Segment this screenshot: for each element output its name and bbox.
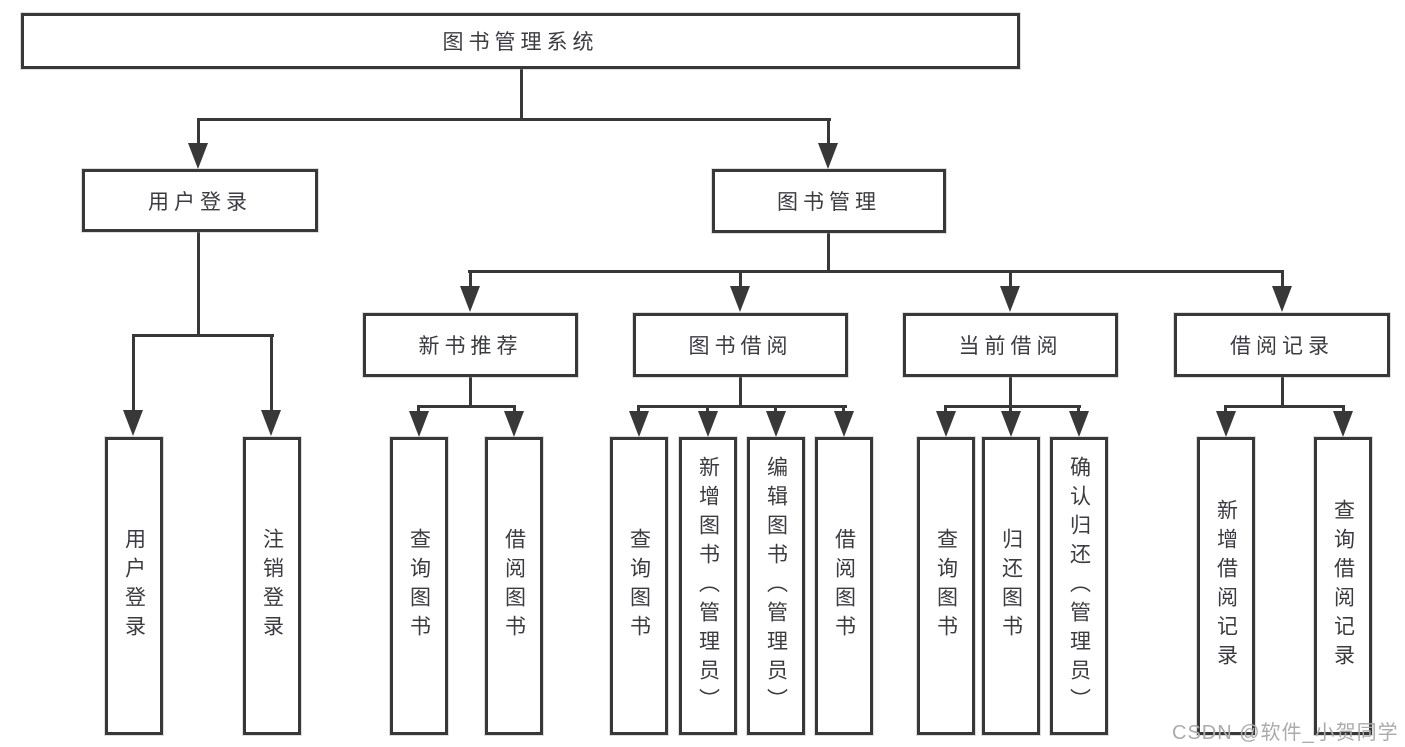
node-leaf-recommend-query-books: 查询图书	[390, 437, 448, 735]
arrowhead-br-query-icon	[1333, 411, 1353, 437]
node-leaf-borrowing-borrow-books: 借阅图书	[815, 437, 873, 735]
node-library-system: 图书管理系统	[21, 13, 1020, 69]
arrowhead-to-records-icon	[1272, 286, 1292, 312]
node-leaf-current-query-books-label: 查询图书	[934, 528, 958, 644]
connector-borrowing-vline	[739, 375, 742, 408]
connector-bookmgmt-vline	[827, 231, 830, 273]
node-leaf-add-books-admin-label: 新增图书（管理员）	[696, 455, 720, 717]
connector-stem-user-login	[197, 118, 200, 148]
node-leaf-edit-books-admin: 编辑图书（管理员）	[747, 437, 805, 735]
node-new-book-recommend-label: 新书推荐	[418, 335, 523, 358]
node-book-management: 图书管理	[712, 169, 946, 233]
connector-stem-rec-query	[417, 405, 420, 414]
arrowhead-cb-return-icon	[1001, 411, 1021, 437]
arrowhead-br-add-icon	[1216, 411, 1236, 437]
connector-stem-leaf-logout	[270, 334, 273, 412]
node-current-borrowing: 当前借阅	[903, 313, 1118, 377]
node-leaf-borrowing-query-books-label: 查询图书	[627, 528, 651, 644]
connector-root-hbar	[197, 118, 831, 121]
node-current-borrowing-label: 当前借阅	[958, 335, 1063, 358]
connector-stem-br-add	[1224, 405, 1227, 414]
arrowhead-rec-borrow-icon	[504, 411, 524, 437]
connector-stem-cb-return	[1009, 405, 1012, 414]
connector-stem-borrowing	[739, 270, 742, 289]
node-leaf-edit-books-admin-label: 编辑图书（管理员）	[764, 455, 788, 717]
connector-stem-bb-query	[637, 405, 640, 414]
connector-current-hbar	[944, 405, 1081, 408]
arrowhead-to-leaf-login-icon	[123, 410, 143, 436]
node-borrow-records-label: 借阅记录	[1230, 335, 1334, 358]
node-book-borrowing: 图书借阅	[633, 313, 848, 377]
arrowhead-bb-borrow-icon	[834, 411, 854, 437]
connector-stem-current	[1009, 270, 1012, 289]
arrowhead-to-book-management-icon	[818, 143, 838, 169]
node-leaf-add-borrow-record-label: 新增借阅记录	[1214, 499, 1238, 673]
arrowhead-to-recommend-icon	[460, 286, 480, 312]
connector-userlogin-vline	[197, 230, 200, 337]
node-leaf-return-books-label: 归还图书	[999, 528, 1023, 644]
arrowhead-rec-query-icon	[409, 411, 429, 437]
node-leaf-add-books-admin: 新增图书（管理员）	[679, 437, 737, 735]
arrowhead-to-user-login-icon	[188, 143, 208, 169]
node-leaf-query-borrow-record-label: 查询借阅记录	[1331, 499, 1355, 673]
connector-stem-cb-query	[944, 405, 947, 414]
node-leaf-return-books: 归还图书	[982, 437, 1040, 735]
connector-recommend-hbar	[417, 405, 516, 408]
arrowhead-bb-edit-icon	[766, 411, 786, 437]
arrowhead-to-borrowing-icon	[730, 286, 750, 312]
connector-stem-records	[1281, 270, 1284, 289]
node-user-login-label: 用户登录	[148, 190, 252, 214]
connector-records-hbar	[1224, 405, 1345, 408]
node-leaf-confirm-return-admin: 确认归还（管理员）	[1050, 437, 1108, 735]
node-leaf-logout-label: 注销登录	[260, 528, 284, 644]
connector-stem-book-management	[827, 118, 830, 148]
connector-userlogin-hbar	[132, 334, 274, 337]
node-book-management-label: 图书管理	[777, 191, 881, 214]
connector-stem-bb-edit	[774, 405, 777, 414]
node-leaf-recommend-borrow-books-label: 借阅图书	[502, 528, 526, 644]
connector-stem-recommend	[469, 270, 472, 289]
node-leaf-recommend-query-books-label: 查询图书	[407, 528, 431, 644]
node-leaf-add-borrow-record: 新增借阅记录	[1197, 437, 1255, 735]
node-leaf-borrowing-borrow-books-label: 借阅图书	[832, 528, 856, 644]
node-leaf-current-query-books: 查询图书	[917, 437, 975, 735]
node-leaf-user-login-label: 用户登录	[122, 528, 146, 644]
connector-stem-rec-borrow	[513, 405, 516, 414]
node-leaf-logout: 注销登录	[243, 437, 301, 735]
node-leaf-confirm-return-admin-label: 确认归还（管理员）	[1067, 455, 1091, 717]
arrowhead-bb-query-icon	[629, 411, 649, 437]
node-leaf-borrowing-query-books: 查询图书	[610, 437, 668, 735]
connector-records-vline	[1281, 375, 1284, 408]
connector-bookmgmt-hbar	[468, 270, 1284, 273]
node-new-book-recommend: 新书推荐	[363, 313, 578, 377]
arrowhead-cb-query-icon	[936, 411, 956, 437]
connector-stem-br-query	[1342, 405, 1345, 414]
node-user-login: 用户登录	[82, 169, 318, 232]
connector-stem-cb-confirm	[1077, 405, 1080, 414]
arrowhead-to-leaf-logout-icon	[261, 410, 281, 436]
node-book-borrowing-label: 图书借阅	[688, 335, 793, 358]
connector-borrowing-hbar	[637, 405, 847, 408]
connector-root-vline	[520, 68, 523, 121]
connector-stem-bb-borrow	[842, 405, 845, 414]
csdn-watermark: CSDN @软件_小贺同学	[1172, 722, 1399, 744]
arrowhead-bb-add-icon	[698, 411, 718, 437]
node-leaf-recommend-borrow-books: 借阅图书	[485, 437, 543, 735]
node-leaf-user-login: 用户登录	[105, 437, 163, 735]
connector-stem-bb-add	[706, 405, 709, 414]
node-borrow-records: 借阅记录	[1174, 313, 1390, 377]
connector-stem-leaf-login	[132, 334, 135, 412]
arrowhead-to-current-icon	[1000, 286, 1020, 312]
node-library-system-label: 图书管理系统	[442, 31, 599, 54]
node-leaf-query-borrow-record: 查询借阅记录	[1314, 437, 1372, 735]
connector-current-vline	[1009, 375, 1012, 408]
arrowhead-cb-confirm-icon	[1069, 411, 1089, 437]
connector-recommend-vline	[469, 375, 472, 408]
